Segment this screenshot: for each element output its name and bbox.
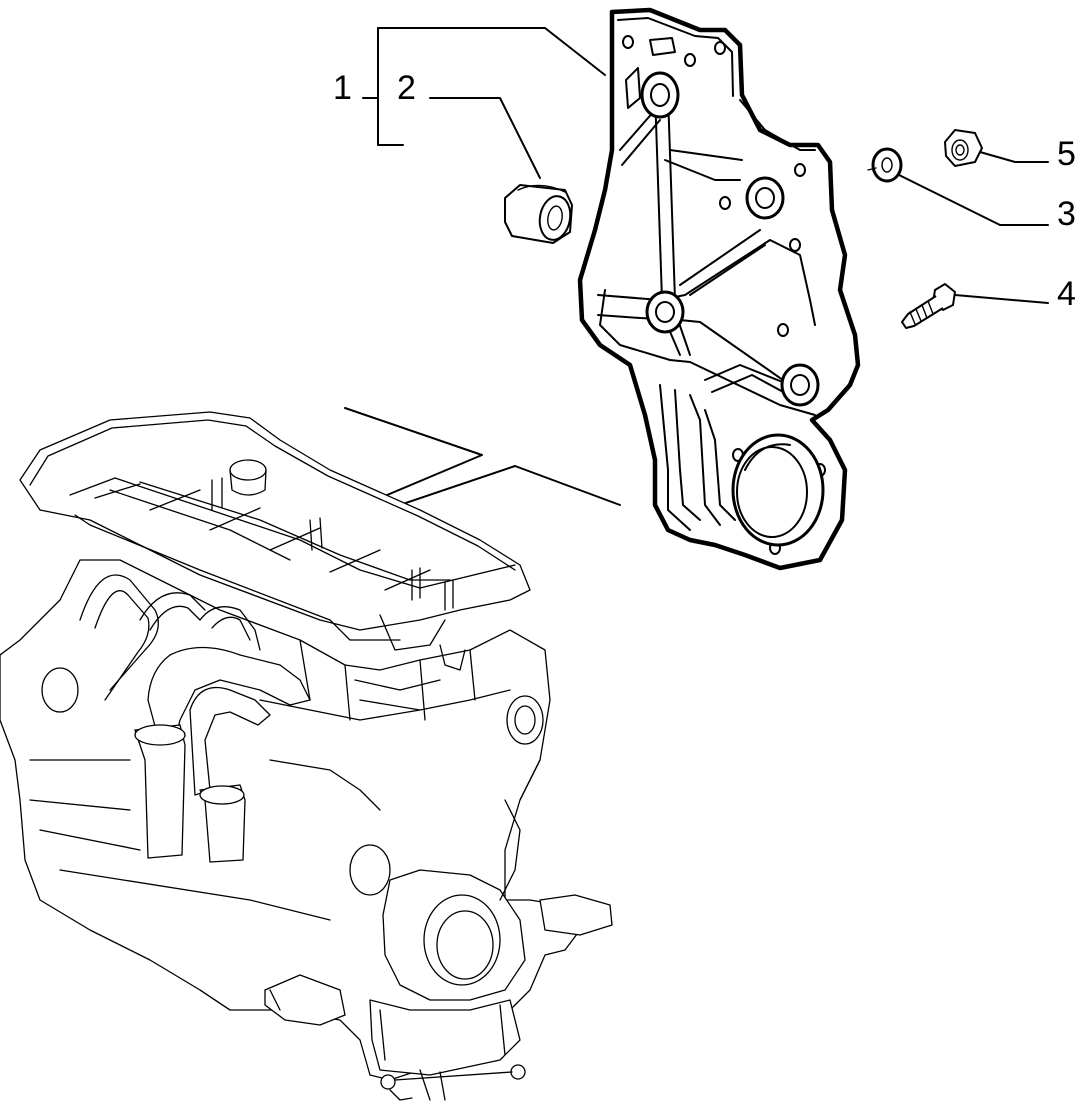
callout-4: 4: [1057, 275, 1076, 313]
leader-4: [954, 294, 1049, 304]
washer-part: [867, 147, 903, 183]
callout-1: 1: [333, 69, 352, 107]
leader-1: [377, 27, 606, 76]
engine-block: [0, 411, 613, 1101]
leader-2: [429, 97, 541, 179]
callout-5: 5: [1057, 135, 1076, 173]
bolt-part: [901, 283, 956, 329]
bushing-part: [504, 184, 573, 244]
pointer-line-b: [384, 465, 621, 511]
pointer-line-a: [344, 407, 483, 499]
callout-2: 2: [397, 69, 416, 107]
leader-3: [894, 172, 1049, 226]
leader-5: [979, 151, 1049, 163]
nut-part: [944, 129, 983, 167]
callout-3: 3: [1057, 195, 1076, 233]
mounting-bracket: [577, 7, 861, 571]
